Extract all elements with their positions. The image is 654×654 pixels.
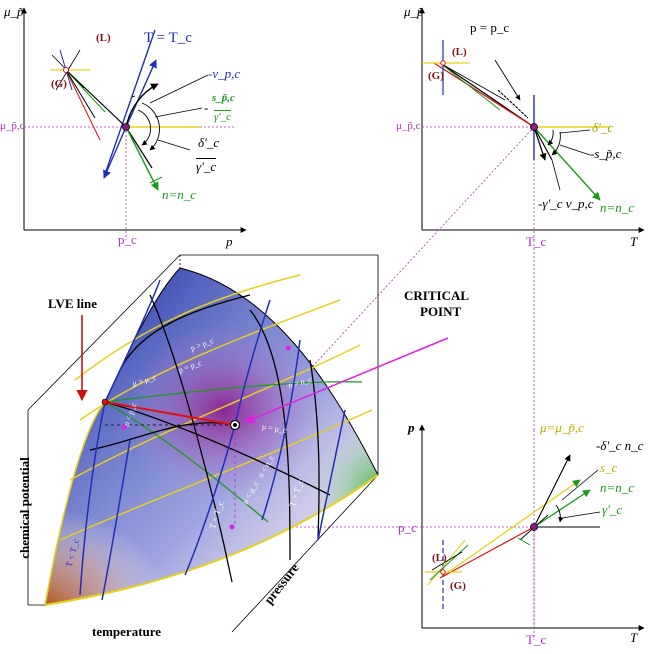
pmu-phase-G: (G) xyxy=(51,78,67,90)
tp-vec-gamma: γ'_c xyxy=(602,502,623,517)
tmu-y-tick: μ_p̃,c xyxy=(396,120,421,132)
pmu-vec-s-sign: - xyxy=(204,100,209,115)
tmu-x-axis-label: T xyxy=(630,234,638,249)
axis-chemical-potential: chemical potential xyxy=(17,457,32,559)
tp-vec-delta: -δ'_c n_c xyxy=(596,438,644,453)
tp-vec-mu: μ=μ_p̃,c xyxy=(540,420,584,435)
tmu-phase-L: (L) xyxy=(452,46,467,58)
tp-vec-s: s_c xyxy=(600,460,618,475)
tmu-vec-gamma-v: -γ'_c v_p,c xyxy=(538,196,594,211)
critical-label-2: POINT xyxy=(420,304,462,319)
pmu-vec-delta-num: δ'_c xyxy=(198,135,220,150)
pmu-x-tick: p_c xyxy=(118,232,137,247)
lve-line-label: LVE line xyxy=(48,296,98,311)
critical-label-1: CRITICAL xyxy=(404,288,470,303)
pmu-y-tick: μ_p̃,c xyxy=(0,120,25,132)
tmu-vec-n: n=n_c xyxy=(600,200,635,215)
pmu-vec-s-num: s_p̃,c xyxy=(212,92,235,104)
pmu-vec-n: n=n_c xyxy=(162,187,197,202)
pmu-vec-v: -v_p,c xyxy=(208,66,241,81)
critical-point-pmu xyxy=(122,123,130,131)
axis-temperature: temperature xyxy=(92,624,162,639)
phase-star-1 xyxy=(50,49,106,141)
tp-x-axis-label: T xyxy=(630,630,638,645)
tmu-y-axis-label: μ_p̃ xyxy=(404,4,424,19)
pmu-phase-L: (L) xyxy=(96,32,111,44)
tmu-vec-delta: δ'_c xyxy=(592,120,614,135)
pmu-vec-s-den: γ'_c xyxy=(214,110,232,123)
pmu-x-axis-label: p xyxy=(226,234,233,249)
tmu-vec-s: -s_p̃,c xyxy=(590,146,622,161)
panel-p-mu xyxy=(21,7,247,240)
tmu-title: p = p_c xyxy=(470,20,510,35)
panel-t-mu xyxy=(299,7,645,430)
tp-x-tick: T_c xyxy=(526,632,547,647)
pmu-title: T = T_c xyxy=(144,30,192,46)
tp-y-axis-label: p xyxy=(408,420,415,435)
pmu-vec-delta-den: γ'_c xyxy=(196,158,217,174)
tmu-x-tick: T_c xyxy=(526,234,547,249)
tp-vec-n: n=n_c xyxy=(600,480,635,495)
phase-star-3 xyxy=(425,539,469,610)
tp-y-tick: p_c xyxy=(398,520,417,535)
tp-phase-G: (G) xyxy=(450,580,466,592)
tp-phase-L: (L) xyxy=(432,552,447,564)
tmu-phase-G: (G) xyxy=(428,70,444,82)
pmu-y-axis-label: μ_p̃ xyxy=(4,4,24,19)
